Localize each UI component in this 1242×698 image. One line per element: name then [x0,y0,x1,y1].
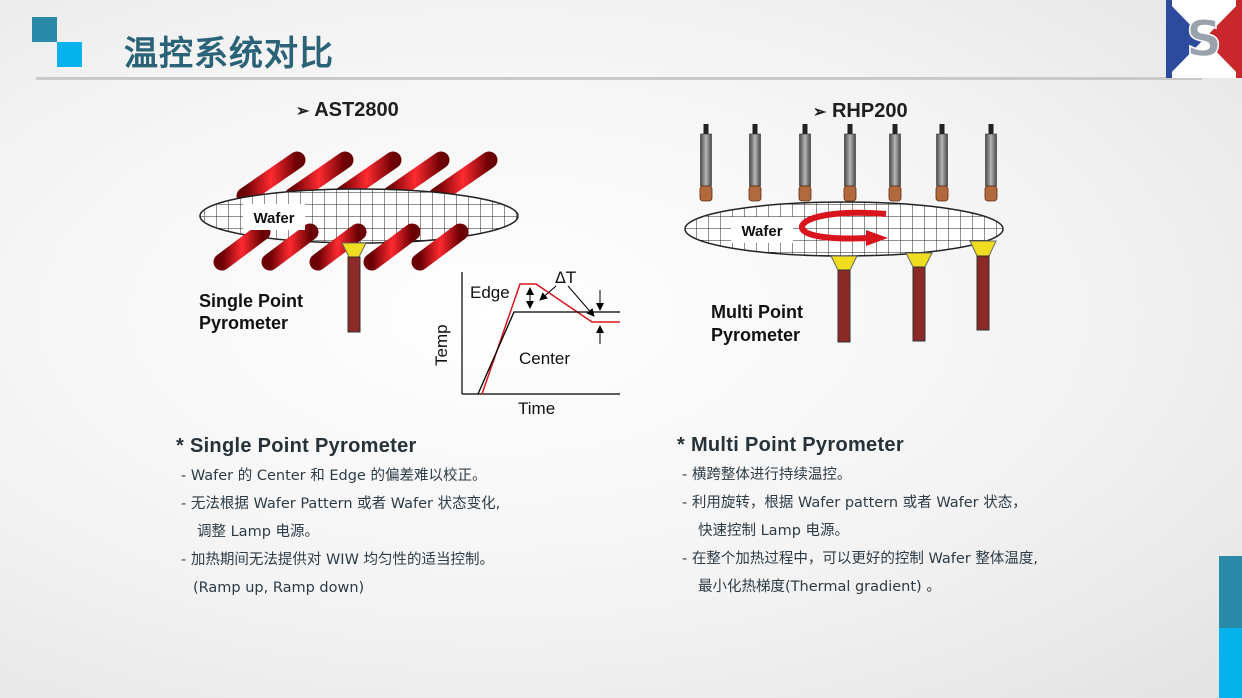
edge-curve [481,283,620,395]
left-bullet-2: - 无法根据 Wafer Pattern 或者 Wafer 状态变化, [181,496,501,512]
right-system-name: RHP200 [831,100,908,122]
logo-letter: S [1186,10,1222,68]
bullet-arrow-icon: ➢ [296,103,310,120]
left-pyrometer-label-1: Single Point [199,291,303,311]
title-rule [36,77,1202,80]
right-lamp-probes [699,124,998,202]
right-bullet-2: - 利用旋转，根据 Wafer pattern 或者 Wafer 状态， [682,495,1027,511]
bullet-arrow-icon: ➢ [813,104,827,121]
corner-square-light [57,42,82,67]
graph-y-label: Temp [432,324,451,366]
center-curve [477,311,620,395]
left-pyrometer-label-2: Pyrometer [199,313,288,333]
left-bullet-3-cont: (Ramp up, Ramp down) [193,580,365,596]
slide-title: 温控系统对比 [124,34,334,74]
graph-center-label: Center [519,349,570,368]
left-block-heading: * Single Point Pyrometer [176,435,417,457]
right-wafer-label: Wafer [741,223,782,240]
graph-x-label: Time [518,399,555,418]
right-section-title: ➢ RHP200 [813,100,908,123]
temp-time-graph: Edge ΔT Center Temp Time [432,268,620,418]
left-system-name: AST2800 [314,99,399,121]
graph-edge-label: Edge [470,283,510,302]
left-bullet-2-cont: 调整 Lamp 电源。 [197,524,320,540]
graph-delta-label: ΔT [555,268,576,287]
right-bullet-3-cont: 最小化热梯度(Thermal gradient) 。 [698,579,941,595]
right-bullet-1: - 横跨整体进行持续温控。 [682,467,852,483]
right-block-heading: * Multi Point Pyrometer [677,434,904,456]
left-bullets: - Wafer 的 Center 和 Edge 的偏差难以校正。 - 无法根据 … [181,462,500,602]
right-pyrometers [830,240,997,343]
company-logo: S [1166,0,1242,78]
corner-square-dark [32,17,57,42]
right-pyrometer-label-2: Pyrometer [711,325,800,345]
rotation-arrow-icon [799,209,888,246]
left-wafer-label: Wafer [253,210,294,227]
right-bullet-2-cont: 快速控制 Lamp 电源。 [698,523,850,539]
left-bullet-3: - 加热期间无法提供对 WIW 均匀性的适当控制。 [181,552,495,568]
right-pyrometer-label-1: Multi Point [711,302,803,322]
left-pyrometer [341,242,367,333]
right-bullet-3: - 在整个加热过程中，可以更好的控制 Wafer 整体温度, [682,551,1038,567]
left-section-title: ➢ AST2800 [296,99,399,122]
right-bullets: - 横跨整体进行持续温控。 - 利用旋转，根据 Wafer pattern 或者… [682,461,1038,601]
edge-bar-light [1219,628,1242,698]
left-bullet-1: - Wafer 的 Center 和 Edge 的偏差难以校正。 [181,468,487,484]
left-lamps-front [213,223,469,271]
edge-bar-dark [1219,556,1242,628]
